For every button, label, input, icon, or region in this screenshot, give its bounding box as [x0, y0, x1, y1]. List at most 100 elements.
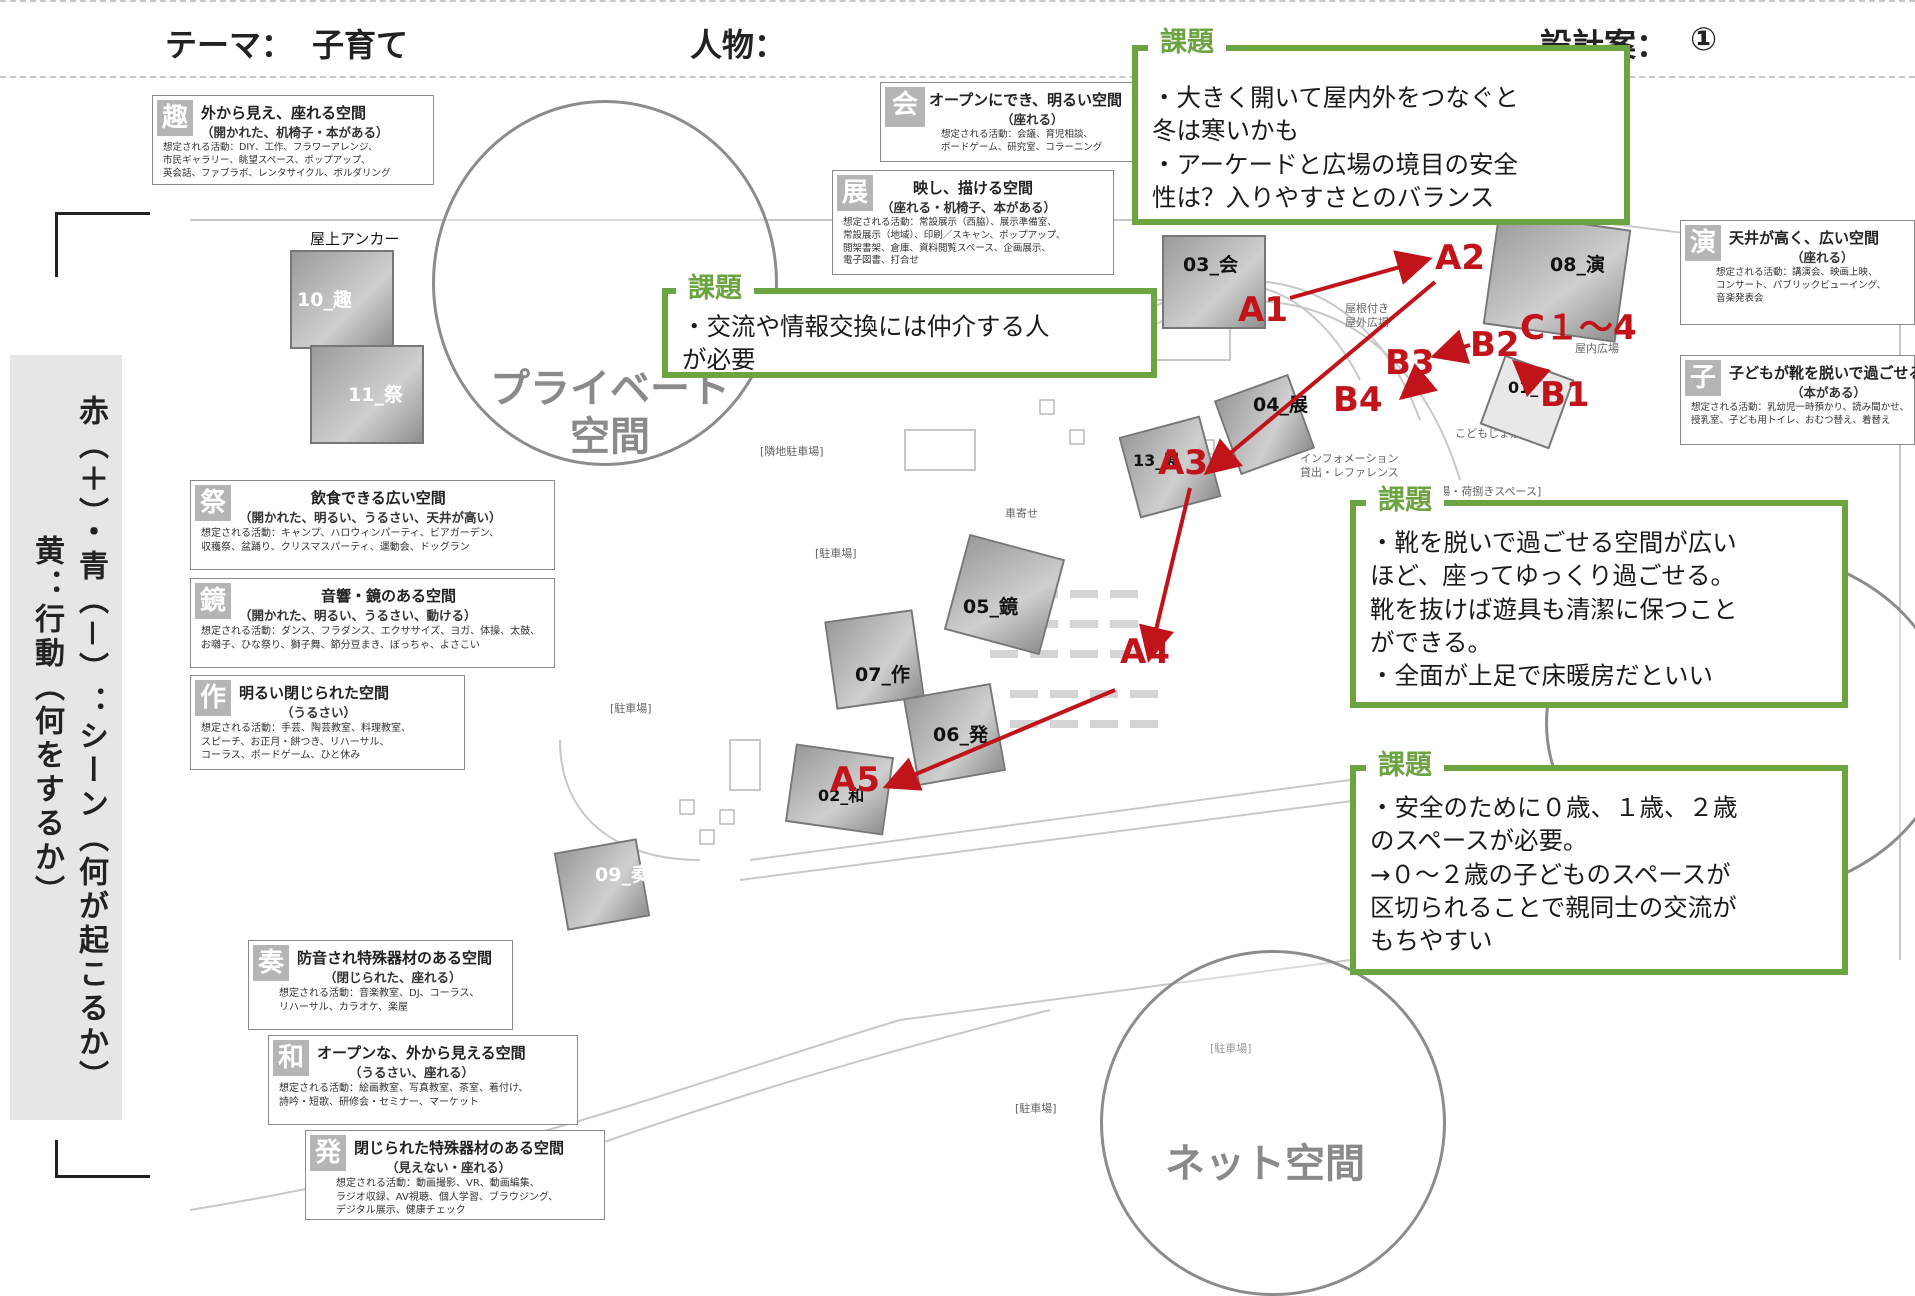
bracket-top-vertical — [55, 212, 58, 277]
marker-b3: B3 — [1385, 343, 1435, 383]
private-space-label: プライベート 空間 — [490, 365, 730, 461]
marker-b1: B1 — [1540, 375, 1590, 415]
arrow-b3-b4 — [1398, 363, 1438, 401]
tile-10-label: 10_趣 — [297, 289, 352, 311]
issue-heading: 課題 — [1366, 478, 1444, 517]
tile-07-label: 07_作 — [855, 664, 910, 686]
legend-icon: 子 — [1685, 360, 1721, 396]
arrow-a2-a3 — [1203, 280, 1437, 476]
legend-ten: 展 映し、描ける空間 （座れる・机椅子、本がある） 想定される活動：常設展示（西… — [832, 170, 1114, 275]
legend-icon: 祭 — [195, 485, 231, 521]
legend-subtitle: （開かれた、机椅子・本がある） — [201, 125, 389, 140]
private-space-label-line2: 空間 — [570, 414, 650, 460]
marker-a1: A1 — [1238, 290, 1288, 330]
legend-activities: 想定される活動：DIY、工作、フラワーアレンジ、 市民ギャラリー、眺望スペース、… — [163, 142, 391, 179]
legend-icon: 会 — [885, 87, 925, 127]
legend-title: オープンな、外から見える空間 — [317, 1044, 526, 1062]
neighbor-parking-label: [隣地駐車場] — [760, 445, 824, 458]
reference-label: 貸出・レファレンス — [1300, 466, 1399, 479]
legend-subtitle: （うるさい、座れる） — [349, 1065, 475, 1080]
legend-saku: 作 明るい閉じられた空間 （うるさい） 想定される活動：手芸、陶芸教室、料理教室… — [190, 675, 465, 770]
arrow-b2-b3 — [1430, 329, 1471, 364]
marker-a2: A2 — [1435, 238, 1485, 278]
arrow-a4-a5 — [882, 688, 1116, 791]
tile-06-label: 06_発 — [933, 724, 988, 746]
legend-icon: 趣 — [157, 100, 193, 136]
arrow-b1-b2 — [1512, 359, 1551, 398]
dropoff-label: 車寄せ — [1005, 507, 1038, 520]
legend-explanation-band: 赤（＋）・青（－）：シーン（何が起こるか） 黄：行動（何をするか） — [10, 355, 122, 1120]
legend-icon: 和 — [273, 1040, 309, 1076]
legend-activities: 想定される活動：講演会、映画上映、 コンサート、パブリックビューイング、 音楽発… — [1716, 267, 1887, 304]
legend-matsuri: 祭 飲食できる広い空間 （開かれた、明るい、うるさい、天井が高い） 想定される活… — [190, 480, 555, 570]
legend-icon: 奏 — [253, 945, 289, 981]
outdoor-plaza-label: 屋外広場 — [1345, 316, 1389, 329]
legend-icon: 作 — [195, 680, 231, 716]
legend-hatsu: 発 閉じられた特殊器材のある空間 （見えない・座れる） 想定される活動：動画撮影… — [305, 1130, 605, 1220]
indoor-plaza-label: 屋内広場 — [1575, 342, 1619, 355]
issue-callout-1: ・大きく開いて屋内外をつなぐと 冬は寒いかも ・アーケードと広場の境目の安全 性… — [1132, 45, 1630, 225]
net-space-label: ネット空間 — [1165, 1141, 1365, 1187]
issue-text: ・靴を脱いで過ごせる空間が広い ほど、座ってゆっくり過ごせる。 靴を抜けば遊具も… — [1370, 528, 1738, 691]
legend-shumi: 趣 外から見え、座れる空間 （開かれた、机椅子・本がある） 想定される活動：DI… — [152, 95, 434, 185]
tile-03-label: 03_会 — [1183, 254, 1238, 276]
tile-05-label: 05_鏡 — [963, 596, 1018, 618]
legend-subtitle: （本がある） — [1791, 385, 1867, 400]
legend-activities: 想定される活動：ダンス、フラダンス、エクササイズ、ヨガ、体操、太鼓、 お囃子、ひ… — [201, 626, 541, 651]
path-arrows — [882, 250, 1551, 791]
legend-subtitle: （閉じられた、座れる） — [324, 970, 462, 985]
legend-title: 音響・鏡のある空間 — [321, 587, 457, 605]
legend-activities: 想定される活動：会議、育児相談、 ボードゲーム、研究室、コラーニング — [941, 129, 1103, 153]
rooftop-anchor-label: 屋上アンカー — [310, 230, 400, 248]
legend-icon: 展 — [837, 175, 873, 211]
legend-activities: 想定される活動：キャンプ、ハロウィンパーティ、ビアガーデン、 収穫祭、盆踊り、ク… — [201, 528, 500, 553]
information-label: インフォメーション — [1300, 452, 1399, 465]
legend-subtitle: （見えない・座れる） — [386, 1160, 512, 1175]
bracket-bottom — [55, 1175, 150, 1178]
legend-activities: 想定される活動：乳幼児一時預かり、読み聞かせ、 授乳室、子ども用トイレ、おむつ替… — [1691, 402, 1910, 426]
legend-subtitle: （座れる・机椅子、本がある） — [881, 200, 1057, 215]
person-label: 人物： — [690, 26, 787, 64]
marker-c1-4: C１～4 — [1520, 308, 1637, 348]
marker-b2: B2 — [1470, 325, 1520, 365]
tile-11-photo — [310, 345, 424, 444]
legend-title: 映し、描ける空間 — [913, 179, 1034, 197]
legend-subtitle: （開かれた、明るい、うるさい、天井が高い） — [239, 510, 502, 525]
legend-title: 防音され特殊器材のある空間 — [297, 949, 493, 967]
legend-title: 天井が高く、広い空間 — [1729, 229, 1880, 247]
legend-kagami: 鏡 音響・鏡のある空間 （開かれた、明るい、うるさい、動ける） 想定される活動：… — [190, 578, 555, 668]
legend-title: 閉じられた特殊器材のある空間 — [354, 1139, 565, 1157]
issue-callout-4: ・安全のために０歳、１歳、２歳 のスペースが必要。 →０～２歳の子どものスペース… — [1350, 765, 1848, 975]
issue-text: ・安全のために０歳、１歳、２歳 のスペースが必要。 →０～２歳の子どものスペース… — [1370, 793, 1738, 956]
legend-subtitle: （座れる） — [1791, 250, 1854, 265]
bracket-top — [55, 212, 150, 215]
legend-en: 演 天井が高く、広い空間 （座れる） 想定される活動：講演会、映画上映、 コンサ… — [1680, 220, 1915, 325]
tile-13-label: 13_展 — [1133, 451, 1180, 470]
tile-09-label: 09_奏 — [595, 864, 650, 886]
tile-08-label: 08_演 — [1550, 254, 1605, 276]
legend-ko: 子 子どもが靴を脱いで過ごせる （本がある） 想定される活動：乳幼児一時預かり、… — [1680, 355, 1915, 445]
legend-title: オープンにでき、明るい空間 — [929, 91, 1123, 109]
tile-03-photo — [1162, 235, 1266, 329]
legend-subtitle: （開かれた、明るい、うるさい、動ける） — [239, 608, 477, 623]
tile-02-label: 02_和 — [818, 786, 865, 805]
marker-b4: B4 — [1333, 380, 1383, 420]
parking-label: [駐車場] — [815, 547, 857, 560]
issue-callout-3: ・靴を脱いで過ごせる空間が広い ほど、座ってゆっくり過ごせる。 靴を抜けば遊具も… — [1350, 500, 1848, 708]
marker-a3: A3 — [1158, 443, 1208, 483]
legend-activities: 想定される活動：音楽教室、DJ、コーラス、 リハーサル、カラオケ、楽屋 — [279, 988, 480, 1013]
issue-text: ・交流や情報交換には仲介する人 が必要 — [682, 312, 1050, 375]
legend-icon: 発 — [310, 1135, 346, 1171]
legend-icon: 鏡 — [195, 583, 231, 619]
tile-11-label: 11_祭 — [348, 384, 403, 406]
issue-heading: 課題 — [1148, 20, 1226, 59]
arrow-a3-a4 — [1139, 487, 1192, 663]
parking-label: [駐車場] — [610, 702, 652, 715]
legend-title: 飲食できる広い空間 — [311, 489, 446, 507]
legend-activities: 想定される活動：手芸、陶芸教室、料理教室、 スピーチ、お正月・餅つき、リハーサル… — [201, 723, 411, 761]
parking-label: [駐車場] — [1015, 1102, 1057, 1115]
legend-activities: 想定される活動：動画撮影、VR、動画編集、 ラジオ収録、AV視聴、個人学習、ブラ… — [336, 1178, 559, 1216]
legend-kai: 会 オープンにでき、明るい空間 （座れる） 想定される活動：会議、育児相談、 ボ… — [880, 82, 1160, 162]
plan-value: ① — [1690, 20, 1718, 58]
issue-heading: 課題 — [1366, 743, 1444, 782]
